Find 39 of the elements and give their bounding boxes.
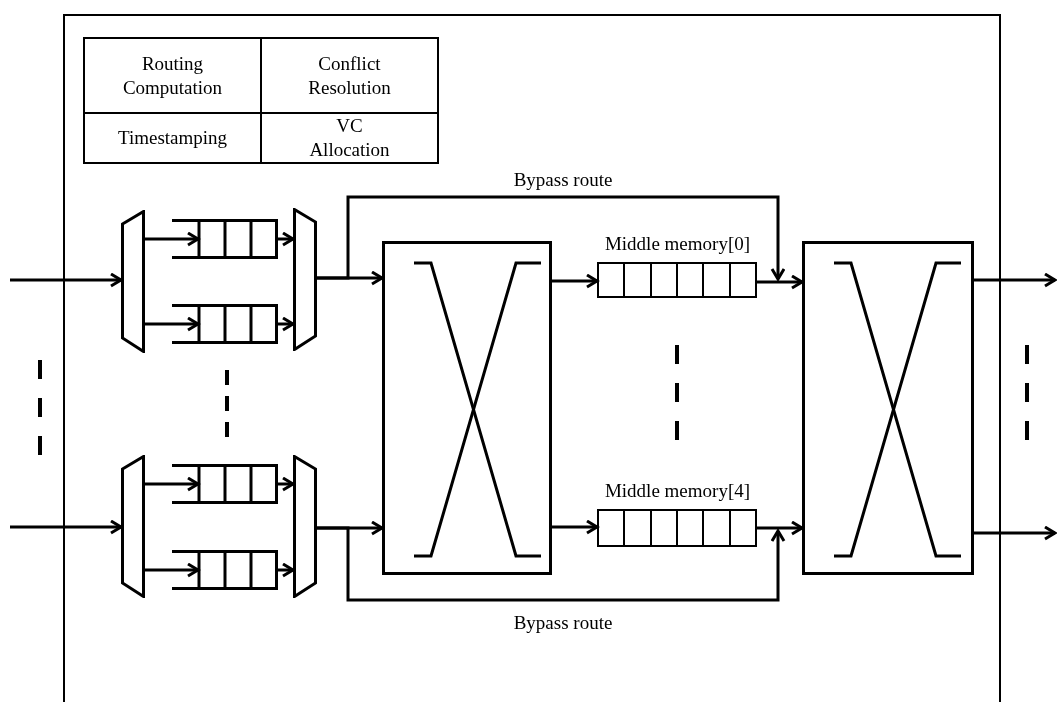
arrow [145, 316, 200, 332]
cell-text: Conflict Resolution [308, 51, 391, 100]
arrow [10, 272, 123, 288]
crossbar-box [802, 241, 974, 575]
arrow [278, 316, 295, 332]
arrow [278, 231, 295, 247]
arrow [757, 274, 804, 290]
demultiplexer [121, 210, 145, 353]
input-queue [172, 550, 278, 590]
arrow [552, 273, 599, 289]
input-queue [172, 304, 278, 344]
multiplexer [293, 455, 317, 598]
cell-text: Timestamping [117, 126, 228, 150]
arrow [278, 562, 295, 578]
arrow [145, 231, 200, 247]
memory-label: Middle memory[4] [603, 479, 752, 503]
cell-text: Routing Computation [122, 51, 223, 100]
arrow [145, 476, 200, 492]
memory-label: Middle memory[0] [603, 232, 752, 256]
cell-text: VC Allocation [309, 114, 390, 162]
multiplexer [293, 208, 317, 351]
input-queue [172, 464, 278, 504]
arrow [974, 525, 1057, 541]
table-cell [83, 37, 262, 114]
arrow [974, 272, 1057, 288]
arrow [10, 519, 123, 535]
table-cell [260, 112, 439, 164]
table-cell [260, 37, 439, 114]
arrow [317, 195, 786, 281]
arrow [278, 476, 295, 492]
table-cell [83, 112, 262, 164]
arrow [552, 519, 599, 535]
arrow [317, 526, 786, 602]
router-boundary [63, 14, 1001, 702]
arrow [757, 520, 804, 536]
arrow [145, 562, 200, 578]
demultiplexer [121, 455, 145, 598]
crossbar-box [382, 241, 552, 575]
input-queue [172, 219, 278, 259]
